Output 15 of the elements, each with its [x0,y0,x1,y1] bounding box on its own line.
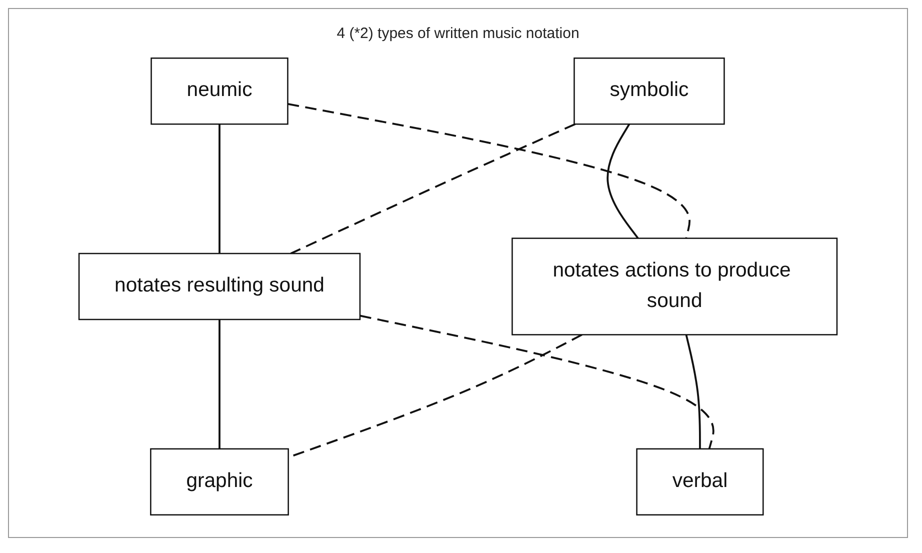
node-box [512,238,838,336]
connector [218,124,220,254]
node-box [574,58,725,125]
connector [360,314,714,450]
connector [685,334,701,449]
connector [290,123,576,254]
connector [606,124,639,239]
connector [288,102,690,239]
frame-panel: 4 (*2) types of written music notation neumic symbolic notates resulting sound notates actions to produce sound graphic verbal [8,8,908,538]
diagram-title: 4 (*2) types of written music notation [336,25,580,42]
node-box [150,448,289,516]
node-box [636,448,764,516]
node-box [78,252,361,320]
connector [218,319,220,449]
node-box [150,58,288,125]
